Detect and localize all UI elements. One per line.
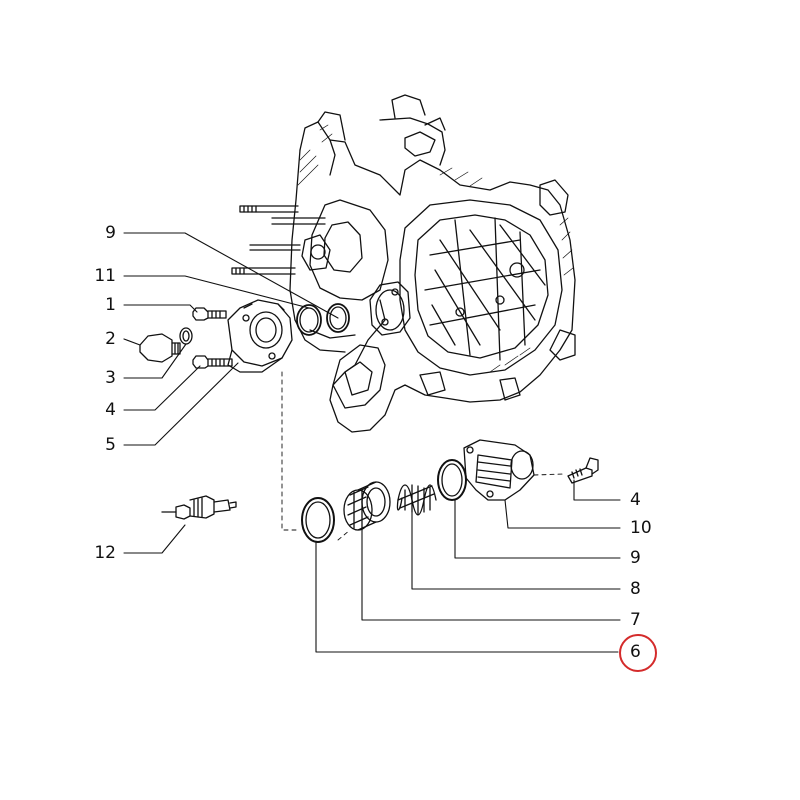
screw-part-4-left — [192, 355, 233, 369]
label-5-left: 5 — [105, 435, 116, 455]
label-9-right: 9 — [630, 548, 641, 568]
label-8-right: 8 — [630, 579, 641, 599]
cover-flange-part-5 — [227, 299, 293, 373]
housing-hatching — [297, 124, 574, 373]
oring-part-11-left — [296, 304, 322, 336]
sensor-part-12 — [161, 495, 237, 520]
screw-part-4-right — [567, 457, 599, 484]
label-12-left: 12 — [94, 543, 116, 563]
label-4-right: 4 — [630, 490, 641, 510]
screw-part-1-left — [192, 307, 227, 321]
oring-part-9-right — [437, 459, 467, 501]
plug-part-2-left — [139, 333, 181, 363]
label-2-left: 2 — [105, 329, 116, 349]
bearing-part-7 — [343, 481, 391, 531]
label-7-right: 7 — [630, 610, 641, 630]
washer-part-3-left — [179, 327, 193, 345]
cover-part-10 — [463, 439, 535, 501]
highlight-circle — [619, 634, 657, 672]
leader-lines — [123, 232, 621, 653]
label-3-left: 3 — [105, 368, 116, 388]
label-4-left: 4 — [105, 400, 116, 420]
spring-part-8 — [396, 484, 437, 516]
label-10-right: 10 — [630, 518, 652, 538]
oring-part-9-left — [326, 303, 350, 333]
label-9-left: 9 — [105, 223, 116, 243]
crankcase-housing — [231, 94, 576, 433]
axis-dashes — [281, 371, 566, 541]
label-1-left: 1 — [105, 295, 116, 315]
oring-part-6 — [301, 497, 335, 543]
label-11-left: 11 — [94, 266, 116, 286]
